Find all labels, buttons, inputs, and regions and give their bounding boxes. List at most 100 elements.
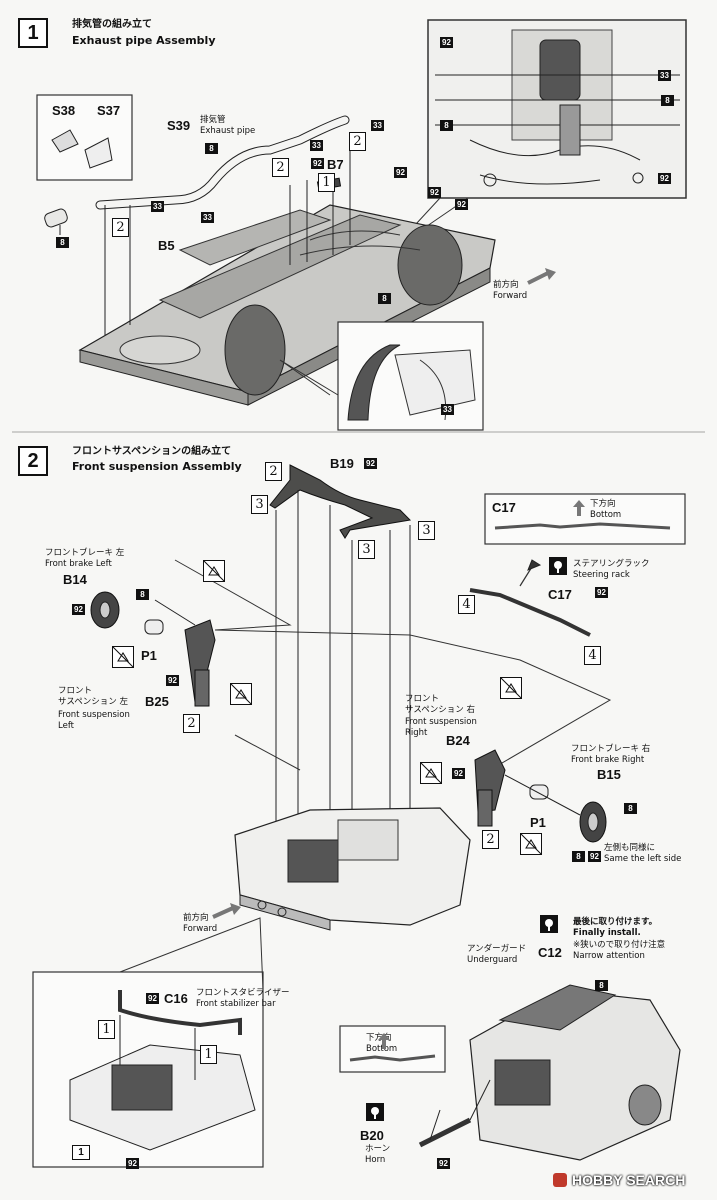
- arrow-up-icon: [378, 1033, 390, 1049]
- part-b24: B24: [446, 733, 470, 748]
- stabilizer-en: Front stabilizer bar: [196, 999, 276, 1009]
- susp-right-en1: Front suspension: [405, 717, 477, 727]
- paint-code: 92: [394, 167, 407, 178]
- part-c17-box: C17: [492, 500, 516, 515]
- paint-code: 92: [166, 675, 179, 686]
- part-c16: C16: [164, 991, 188, 1006]
- step-ref: 2: [482, 830, 499, 849]
- paint-code: 92: [428, 187, 441, 198]
- no-glue-icon: [500, 677, 522, 699]
- underguard-en: Underguard: [467, 955, 518, 965]
- no-glue-icon: [112, 646, 134, 668]
- paint-code: 92: [437, 1158, 450, 1169]
- paint-code: 92: [588, 851, 601, 862]
- part-b19: B19: [330, 456, 354, 471]
- susp-left-jp2: サスペンション 左: [58, 697, 128, 707]
- part-p1-right: P1: [530, 815, 546, 830]
- paint-code: 33: [310, 140, 323, 151]
- paint-code: 8: [572, 851, 585, 862]
- step2-title-en: Front suspension Assembly: [72, 460, 242, 473]
- no-glue-icon: [203, 560, 225, 582]
- paint-code: 8: [136, 589, 149, 600]
- s39-label-jp: 排気管: [200, 115, 226, 125]
- part-s37: S37: [97, 103, 121, 118]
- part-b15: B15: [597, 767, 621, 782]
- paint-code: 92: [595, 587, 608, 598]
- bottom-label-en-2: Bottom: [366, 1044, 398, 1054]
- paint-code: 92: [658, 173, 671, 184]
- paint-code: 33: [441, 404, 454, 415]
- narrow-en: Narrow attention: [573, 951, 645, 961]
- steering-label-jp: ステアリングラック: [573, 559, 650, 569]
- paint-code: 92: [126, 1158, 139, 1169]
- brake-right-en: Front brake Right: [571, 755, 645, 765]
- narrow-jp: ※狭いので取り付け注意: [573, 940, 666, 950]
- caution-icon: [366, 1103, 384, 1121]
- step-ref: 3: [251, 495, 268, 514]
- step-number-2: 2: [18, 446, 48, 476]
- step-ref: 2: [349, 132, 366, 151]
- watermark: HOBBY SEARCH: [572, 1172, 686, 1188]
- part-s39: S39: [167, 118, 191, 133]
- step-ref: 2: [265, 462, 282, 481]
- paint-code: 33: [371, 120, 384, 131]
- part-b5: B5: [158, 238, 175, 253]
- paint-code: 92: [440, 37, 453, 48]
- step-ref: 4: [458, 595, 475, 614]
- part-b7: B7: [327, 157, 344, 172]
- susp-right-en2: Right: [405, 728, 428, 738]
- part-c17: C17: [548, 587, 572, 602]
- step-ref: 2: [183, 714, 200, 733]
- horn-en: Horn: [365, 1155, 386, 1165]
- same-left-en: Same the left side: [604, 854, 682, 864]
- step-ref: 1: [200, 1045, 217, 1064]
- susp-left-jp1: フロント: [58, 686, 93, 696]
- forward-label-en-2: Forward: [183, 924, 218, 934]
- paint-code: 33: [658, 70, 671, 81]
- paint-code: 92: [364, 458, 377, 469]
- susp-right-jp1: フロント: [405, 694, 440, 704]
- part-b25: B25: [145, 694, 169, 709]
- step2-title-jp: フロントサスペンションの組み立て: [72, 446, 232, 457]
- finally-jp: 最後に取り付けます。: [573, 917, 658, 927]
- brake-left-jp: フロントブレーキ 左: [45, 548, 125, 558]
- step1-title-jp: 排気管の組み立て: [72, 19, 152, 30]
- finally-en: Finally install.: [573, 928, 641, 938]
- forward-label-jp-2: 前方向: [183, 913, 209, 923]
- paint-code: 8: [378, 293, 391, 304]
- step-ref: 2: [272, 158, 289, 177]
- steering-label-en: Steering rack: [573, 570, 630, 580]
- no-glue-icon: [230, 683, 252, 705]
- paint-code: 92: [452, 768, 465, 779]
- part-c12: C12: [538, 945, 562, 960]
- s39-label-en: Exhaust pipe: [200, 126, 256, 136]
- brake-left-en: Front brake Left: [45, 559, 112, 569]
- paint-code: 33: [201, 212, 214, 223]
- stabilizer-jp: フロントスタビライザー: [196, 988, 290, 998]
- paint-code: 92: [72, 604, 85, 615]
- step-ref: 2: [112, 218, 129, 237]
- part-b20: B20: [360, 1128, 384, 1143]
- same-left-jp: 左側も同様に: [604, 843, 656, 853]
- step-ref: 3: [418, 521, 435, 540]
- susp-left-en2: Left: [58, 721, 74, 731]
- caution-icon: [540, 915, 558, 933]
- arrow-up-icon: [573, 500, 585, 516]
- susp-left-en1: Front suspension: [58, 710, 130, 720]
- step-number-1: 1: [18, 18, 48, 48]
- no-glue-icon: [420, 762, 442, 784]
- horn-jp: ホーン: [365, 1144, 391, 1154]
- forward-label-en-1: Forward: [493, 291, 528, 301]
- no-glue-icon: [520, 833, 542, 855]
- paint-code: 8: [440, 120, 453, 131]
- bottom-label-jp-2: 下方向: [366, 1033, 392, 1043]
- bottom-label-en-1: Bottom: [590, 510, 622, 520]
- hobbysearch-logo-icon: [553, 1173, 567, 1187]
- part-p1-left: P1: [141, 648, 157, 663]
- part-b14: B14: [63, 572, 87, 587]
- step-ref: 1: [318, 173, 335, 192]
- paint-code: 92: [146, 993, 159, 1004]
- bottom-label-jp-1: 下方向: [590, 499, 616, 509]
- paint-code: 92: [311, 158, 324, 169]
